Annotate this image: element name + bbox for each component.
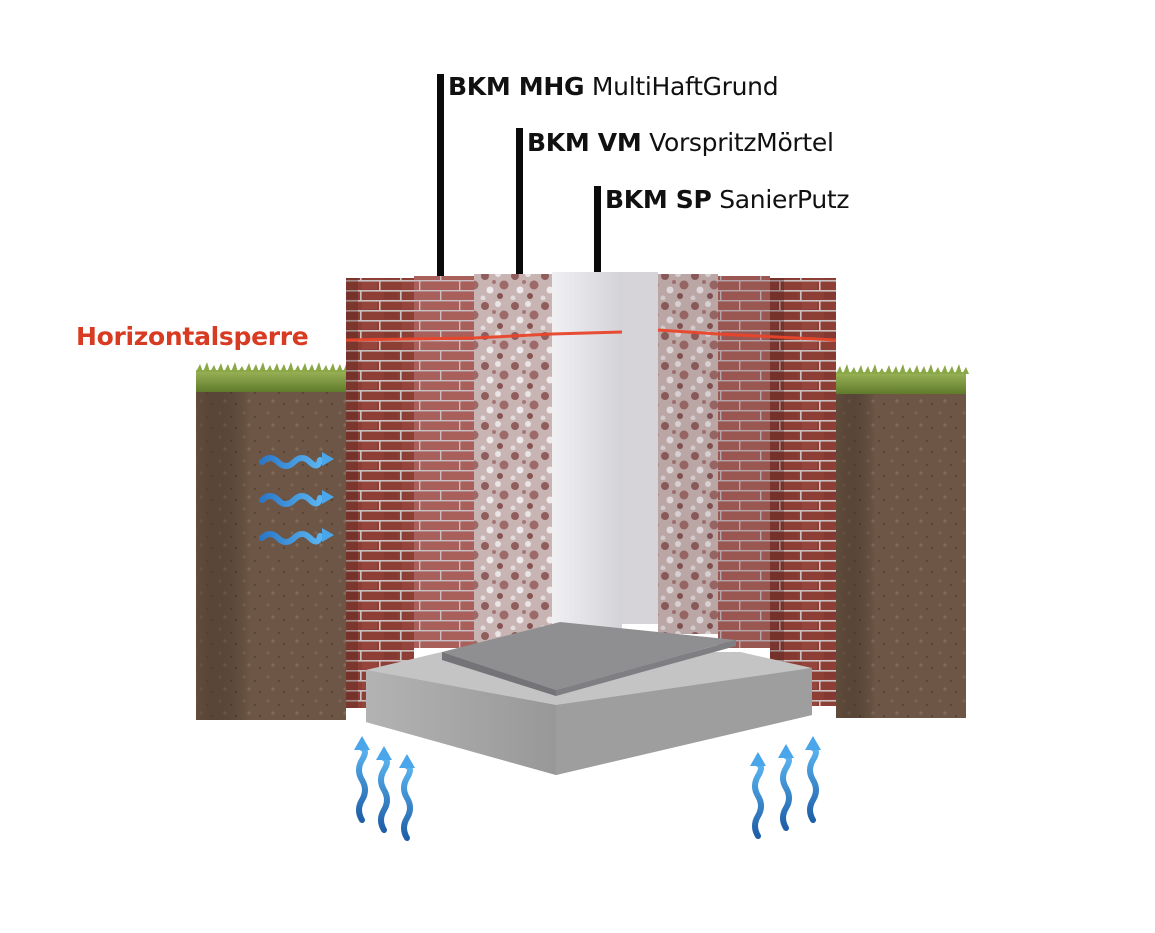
label-vm-name: VorspritzMörtel <box>649 128 834 157</box>
soil-block-right <box>836 364 969 718</box>
soil-block-left <box>196 362 371 720</box>
outer-brick-right <box>770 278 836 706</box>
horizontal-barrier-line <box>345 330 623 342</box>
outer-brick-left <box>346 278 414 708</box>
moisture-arrows-vertical-right <box>750 736 821 839</box>
inner-brick-left <box>414 276 474 648</box>
label-mhg: BKM MHG MultiHaftGrund <box>448 72 779 101</box>
label-sp-code: BKM SP <box>605 185 712 214</box>
sanierputz-layer-left <box>552 272 622 632</box>
label-mhg-code: BKM MHG <box>448 72 585 101</box>
horizontal-barrier-label: Horizontalsperre <box>76 322 309 351</box>
label-vm-code: BKM VM <box>527 128 642 157</box>
leader-line-vm <box>516 128 523 304</box>
moisture-arrows-vertical-left <box>354 736 415 841</box>
label-sp: BKM SP SanierPutz <box>605 185 850 214</box>
screed-slab <box>442 622 736 696</box>
sanierputz-layer-right <box>622 272 658 624</box>
leader-line-mhg <box>437 74 444 284</box>
leader-line-sp <box>594 186 601 306</box>
vorspritz-layer-left <box>474 274 552 646</box>
inner-brick-right <box>718 276 770 648</box>
label-mhg-name: MultiHaftGrund <box>591 72 779 101</box>
moisture-arrows-horizontal <box>259 452 334 545</box>
label-sp-name: SanierPutz <box>719 185 850 214</box>
label-vm: BKM VM VorspritzMörtel <box>527 128 834 157</box>
